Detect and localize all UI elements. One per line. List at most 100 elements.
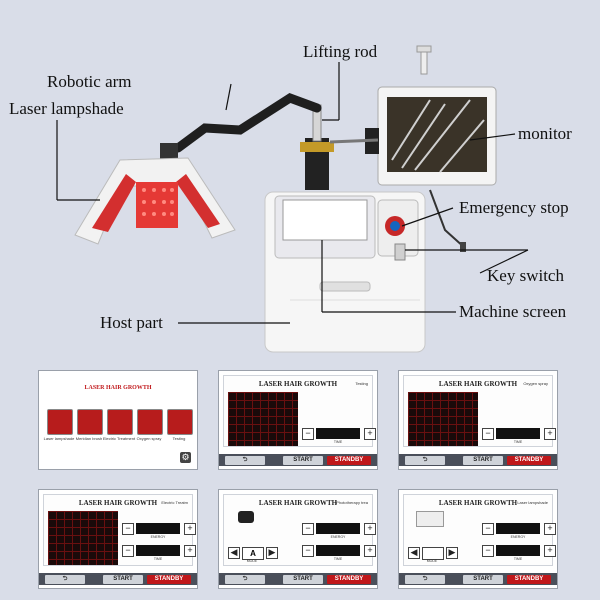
energy-label: ENERGY (330, 535, 346, 539)
time-minus-button[interactable]: − (302, 545, 314, 557)
back-button[interactable]: ⮌ (405, 575, 445, 584)
energy-level-bars (504, 513, 525, 531)
standby-button[interactable]: STANDBY (327, 575, 371, 584)
callout-host-part: Host part (100, 313, 163, 332)
time-plus-button[interactable]: + (544, 545, 556, 557)
mode-next-button[interactable]: ▶ (266, 547, 278, 559)
screen-subtitle: Laser lampshade (517, 500, 548, 505)
plus-button[interactable]: + (364, 428, 376, 440)
screen-oxygen-spray: LASER HAIR GROWTH Oxygen spray − + TIME … (398, 370, 558, 470)
callout-monitor: monitor (518, 124, 572, 143)
start-button[interactable]: START (103, 575, 143, 584)
treatment-grid (408, 392, 478, 446)
treatment-grid (48, 511, 118, 565)
energy-label: ENERGY (510, 535, 526, 539)
start-button[interactable]: START (283, 575, 323, 584)
screen-phototherapy: LASER HAIR GROWTH Phototherapy trea ◀ A … (218, 489, 378, 589)
mode-label: MODE (426, 559, 438, 563)
time-label: TIME (153, 557, 163, 561)
energy-plus-button[interactable]: + (544, 523, 556, 535)
laser-lampshade-icon[interactable] (47, 409, 73, 435)
screen-title: LASER HAIR GROWTH (84, 385, 152, 391)
screen-title: LASER HAIR GROWTH (78, 499, 158, 507)
electric-treatment-icon[interactable] (107, 409, 133, 435)
time-label: TIME (513, 557, 523, 561)
time-plus-button[interactable]: + (184, 545, 196, 557)
mode-display: A (242, 547, 264, 560)
brush-icon (238, 511, 254, 523)
robotic-arm (173, 93, 322, 153)
screen-title: LASER HAIR GROWTH (258, 380, 338, 388)
mode-display (422, 547, 444, 560)
callout-machine-screen: Machine screen (459, 302, 567, 321)
menu-item-label: Electric Treatment (102, 436, 136, 441)
callout-laser-lampshade: Laser lampshade (9, 99, 124, 118)
menu-item-label: Laser lampshade (43, 436, 75, 441)
screen-subtitle: Phototherapy trea (336, 500, 368, 505)
screen-subtitle: Electric Treatm (161, 500, 188, 505)
button-bar: ⮌ START STANDBY (219, 573, 377, 585)
time-label: TIME (333, 557, 343, 561)
back-button[interactable]: ⮌ (225, 575, 265, 584)
energy-level-bars (324, 513, 345, 531)
time-label: TIME (333, 440, 343, 444)
time-display (136, 545, 180, 556)
standby-button[interactable]: STANDBY (147, 575, 191, 584)
standby-button[interactable]: STANDBY (507, 456, 551, 465)
menu-item-label: Testing (172, 436, 186, 441)
energy-minus-button[interactable]: − (122, 523, 134, 535)
energy-display (496, 523, 540, 534)
screen-title: LASER HAIR GROWTH (258, 499, 338, 507)
menu-item-label: Oxygen spray (136, 436, 162, 441)
screen-electric-treatment: LASER HAIR GROWTH Electric Treatm − + EN… (38, 489, 198, 589)
screen-subtitle: Oxygen spray (523, 381, 548, 386)
meridian-brush-icon[interactable] (77, 409, 103, 435)
button-bar: ⮌ START STANDBY (219, 454, 377, 466)
time-display (316, 428, 360, 439)
start-button[interactable]: START (283, 456, 323, 465)
mode-next-button[interactable]: ▶ (446, 547, 458, 559)
device-illustration (56, 45, 529, 353)
start-button[interactable]: START (463, 456, 503, 465)
time-plus-button[interactable]: + (364, 545, 376, 557)
screen-testing: LASER HAIR GROWTH Testing − + TIME ⮌ STA… (218, 370, 378, 470)
oxygen-spray-icon[interactable] (137, 409, 163, 435)
button-bar: ⮌ START STANDBY (399, 454, 557, 466)
monitor-image (387, 97, 487, 172)
energy-plus-button[interactable]: + (184, 523, 196, 535)
back-button[interactable]: ⮌ (45, 575, 85, 584)
standby-button[interactable]: STANDBY (507, 575, 551, 584)
time-minus-button[interactable]: − (482, 545, 494, 557)
treatment-grid (228, 392, 298, 446)
plus-button[interactable]: + (544, 428, 556, 440)
time-display (496, 545, 540, 556)
energy-minus-button[interactable]: − (302, 523, 314, 535)
standby-button[interactable]: STANDBY (327, 456, 371, 465)
start-button[interactable]: START (463, 575, 503, 584)
testing-icon[interactable] (167, 409, 193, 435)
time-label: TIME (513, 440, 523, 444)
energy-level-bars (144, 513, 165, 531)
screen-main-menu: LASER HAIR GROWTH Laser lampshade Meridi… (38, 370, 198, 470)
energy-minus-button[interactable]: − (482, 523, 494, 535)
back-button[interactable]: ⮌ (405, 456, 445, 465)
back-button[interactable]: ⮌ (225, 456, 265, 465)
energy-plus-button[interactable]: + (364, 523, 376, 535)
lampshade-icon (416, 511, 444, 527)
mode-label: MODE (246, 559, 258, 563)
time-minus-button[interactable]: − (122, 545, 134, 557)
mode-prev-button[interactable]: ◀ (408, 547, 420, 559)
time-display (496, 428, 540, 439)
minus-button[interactable]: − (482, 428, 494, 440)
key-switch (394, 243, 406, 261)
screen-title: LASER HAIR GROWTH (438, 380, 518, 388)
menu-item-label: Meridian brush (75, 436, 103, 441)
callout-key-switch: Key switch (487, 266, 564, 285)
callout-emergency-stop: Emergency stop (459, 198, 569, 217)
screen-laser-lampshade: LASER HAIR GROWTH Laser lampshade ◀ ▶ MO… (398, 489, 558, 589)
mode-prev-button[interactable]: ◀ (228, 547, 240, 559)
gear-icon[interactable]: ⚙ (180, 452, 191, 463)
callout-lifting-rod: Lifting rod (303, 42, 378, 61)
machine-screen-panel (282, 199, 368, 241)
minus-button[interactable]: − (302, 428, 314, 440)
